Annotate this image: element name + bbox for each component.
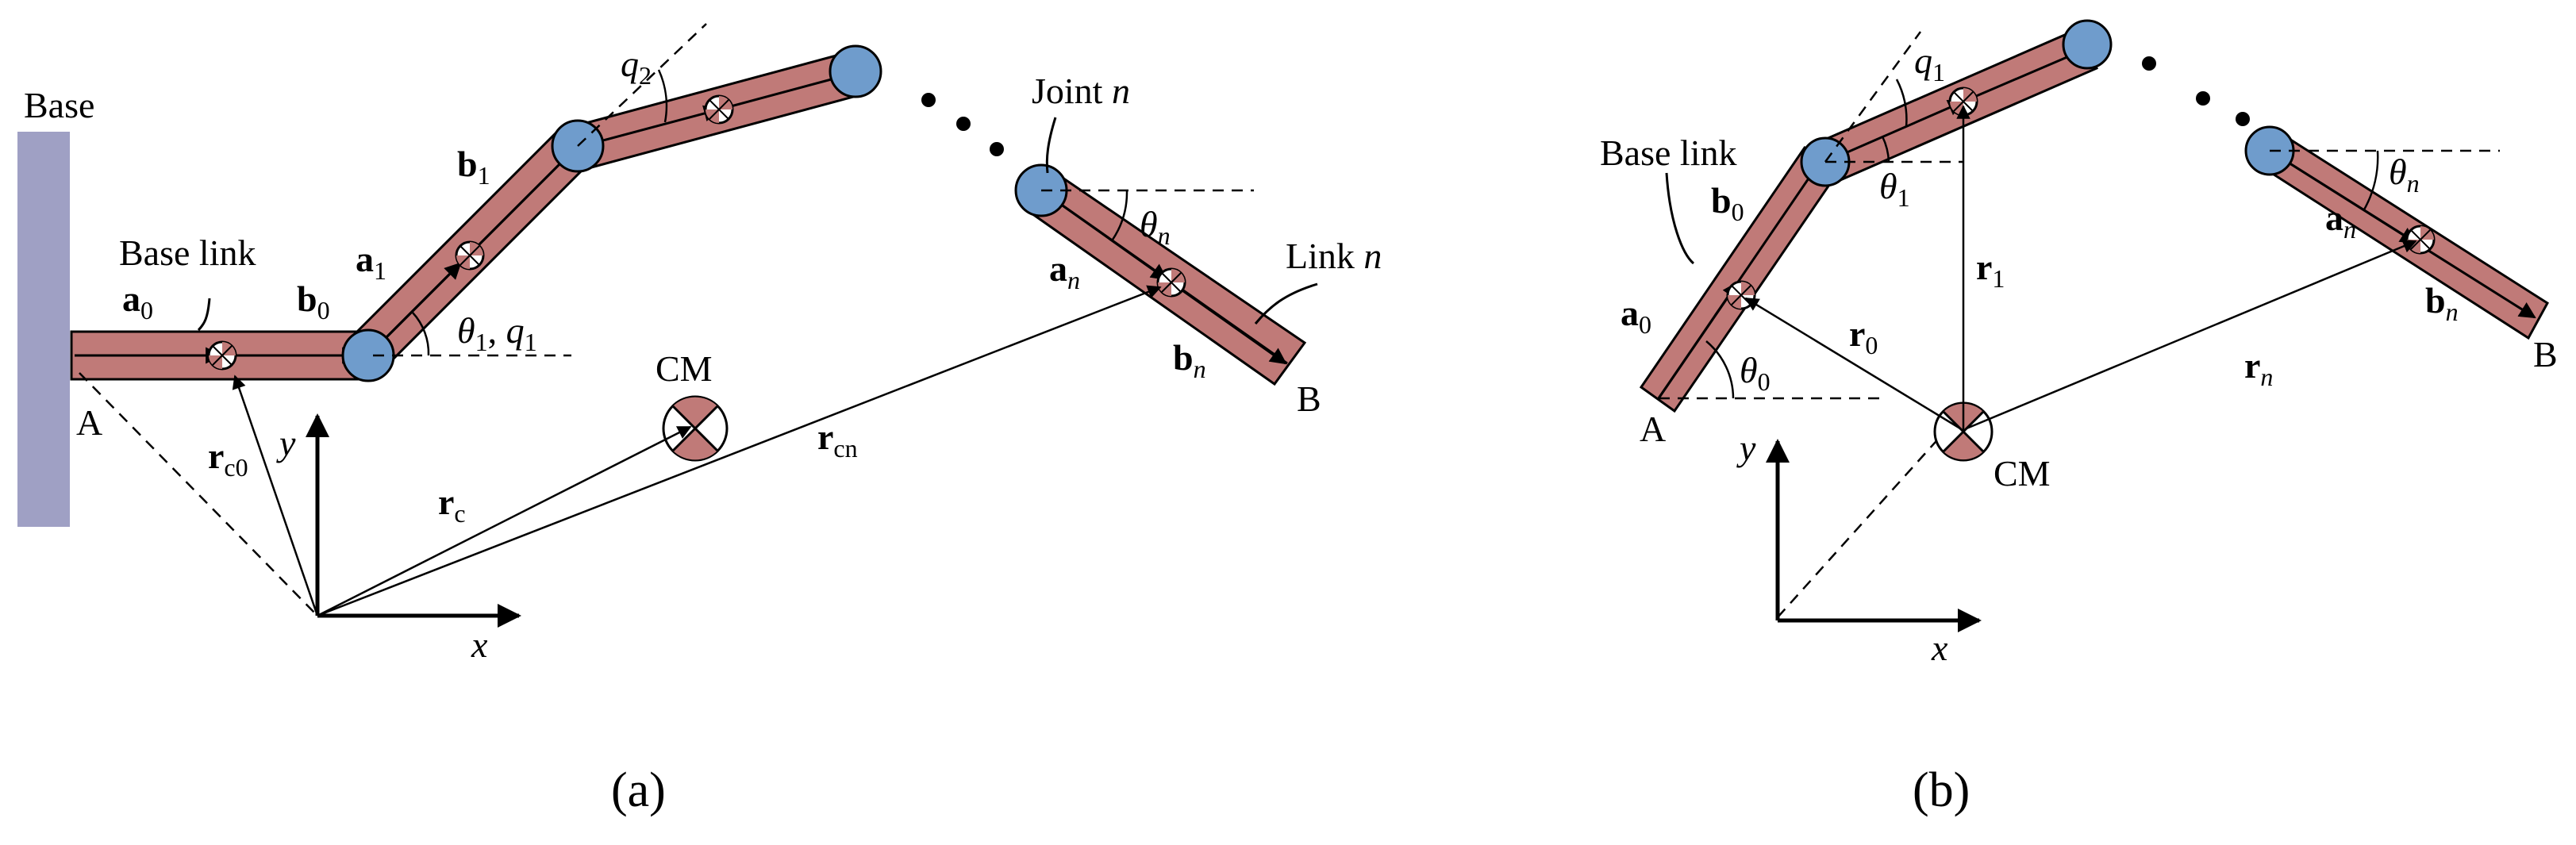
point-a-label: A bbox=[76, 402, 102, 443]
b-r0-label: r0 bbox=[1849, 313, 1878, 359]
rcn-label: rcn bbox=[817, 417, 858, 463]
a1-label: a1 bbox=[356, 239, 386, 285]
rc-label: rc bbox=[438, 482, 466, 528]
b-point-b-label: B bbox=[2533, 334, 2558, 374]
b-linkn-centroid bbox=[2405, 225, 2436, 255]
ellipsis-dot bbox=[956, 117, 971, 131]
cm-label: CM bbox=[656, 348, 713, 389]
b-b0-label: b0 bbox=[1711, 180, 1744, 226]
b-y-axis-label: y bbox=[1736, 428, 1756, 468]
b-base-link-label: Base link bbox=[1600, 133, 1736, 173]
b-bn-label: bn bbox=[2425, 280, 2459, 326]
theta-n-label: θn bbox=[1140, 204, 1171, 250]
joint-3 bbox=[829, 44, 882, 98]
base-link-label: Base link bbox=[119, 232, 256, 273]
a0-label: a0 bbox=[122, 278, 153, 325]
b-r1-label: r1 bbox=[1976, 247, 2005, 293]
joint-n-label: Joint n bbox=[1032, 71, 1130, 111]
panel-b: CM y x Base link A B a0 b0 q1 θ1 θ0 r0 r… bbox=[1600, 19, 2558, 817]
link2-centroid bbox=[704, 94, 734, 125]
b-theta-n-label: θn bbox=[2389, 152, 2420, 198]
cm-marker bbox=[662, 395, 729, 462]
caption-b: (b) bbox=[1913, 763, 1970, 817]
theta1-q1-label: θ1, q1 bbox=[457, 310, 537, 356]
b-rn-label: rn bbox=[2244, 345, 2273, 391]
q2-label: q2 bbox=[621, 44, 652, 90]
joint-1 bbox=[341, 328, 395, 382]
rc0-label: rc0 bbox=[208, 436, 248, 482]
link-n-label: Link n bbox=[1286, 236, 1382, 276]
link1-centroid bbox=[455, 240, 485, 271]
ellipsis-dot bbox=[2142, 56, 2156, 71]
ellipsis-dot bbox=[921, 93, 936, 107]
b-theta1-label: θ1 bbox=[1879, 166, 1910, 212]
b-joint-2 bbox=[2062, 19, 2113, 70]
b-link0-centroid bbox=[1726, 280, 1756, 310]
b-theta0-label: θ0 bbox=[1740, 350, 1771, 396]
b0-label: b0 bbox=[297, 278, 330, 325]
b-a0-label: a0 bbox=[1621, 293, 1651, 339]
panel-a: Base bbox=[17, 23, 1382, 817]
ellipsis-dot bbox=[2236, 112, 2250, 126]
an-label: an bbox=[1049, 248, 1080, 294]
caption-a: (a) bbox=[611, 763, 666, 817]
ellipsis-dot bbox=[2196, 91, 2210, 106]
y-axis-label: y bbox=[276, 423, 296, 463]
b-an-label: an bbox=[2325, 198, 2356, 244]
base-plate bbox=[17, 132, 70, 527]
b-x-axis-label: x bbox=[1931, 628, 1948, 668]
b-point-a-label: A bbox=[1640, 409, 1666, 449]
bn-label: bn bbox=[1173, 337, 1206, 383]
point-b-label: B bbox=[1297, 378, 1321, 419]
ellipsis-dot bbox=[990, 142, 1004, 156]
x-axis-label: x bbox=[471, 624, 488, 665]
b-q1-label: q1 bbox=[1914, 40, 1945, 86]
b-cm-label: CM bbox=[1994, 453, 2051, 494]
linkn-centroid bbox=[1156, 267, 1186, 298]
b1-label: b1 bbox=[457, 144, 490, 190]
link0-centroid bbox=[207, 340, 237, 371]
base-label: Base bbox=[24, 85, 94, 125]
